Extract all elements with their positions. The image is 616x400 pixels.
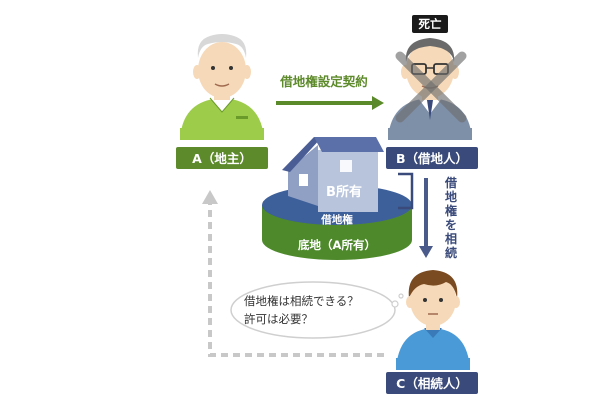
svg-text:続: 続 xyxy=(445,245,457,260)
svg-text:権: 権 xyxy=(445,203,457,218)
thought-bubble: 借地権は相続できる？ 許可は必要？ xyxy=(230,281,404,339)
thought-line2: 許可は必要？ xyxy=(244,312,313,326)
bracket xyxy=(398,172,414,210)
contract-text: 借地権設定契約 xyxy=(279,74,368,89)
label-c: C（相続人） xyxy=(386,372,478,394)
house-icon: B所有 xyxy=(282,137,384,212)
b-owned-text: B所有 xyxy=(326,184,362,200)
label-b: B（借地人） xyxy=(386,147,478,169)
cross-icon xyxy=(395,51,467,123)
inherit-text: 借 地 権 を 相 続 xyxy=(444,175,457,260)
elder-man-icon xyxy=(180,34,264,140)
inherit-arrow: 借 地 権 を 相 続 xyxy=(419,175,457,260)
leasehold-text: 借地権 xyxy=(320,213,353,226)
contract-arrow: 借地権設定契約 xyxy=(276,74,384,110)
deceased-badge: 死亡 xyxy=(412,15,448,33)
svg-text:地: 地 xyxy=(445,189,457,204)
permission-dashed-arrow xyxy=(202,190,384,357)
svg-text:借: 借 xyxy=(444,175,457,190)
deceased-text: 死亡 xyxy=(419,17,442,31)
label-c-text: C（相続人） xyxy=(396,376,468,391)
land-text: 底地（A所有） xyxy=(298,238,376,252)
label-a-text: A（地主） xyxy=(192,151,252,166)
svg-text:を: を xyxy=(445,218,457,232)
thought-line1: 借地権は相続できる？ xyxy=(244,294,359,308)
label-b-text: B（借地人） xyxy=(396,151,468,166)
young-man-icon xyxy=(396,270,470,370)
label-a: A（地主） xyxy=(176,147,268,169)
svg-text:相: 相 xyxy=(445,231,457,246)
